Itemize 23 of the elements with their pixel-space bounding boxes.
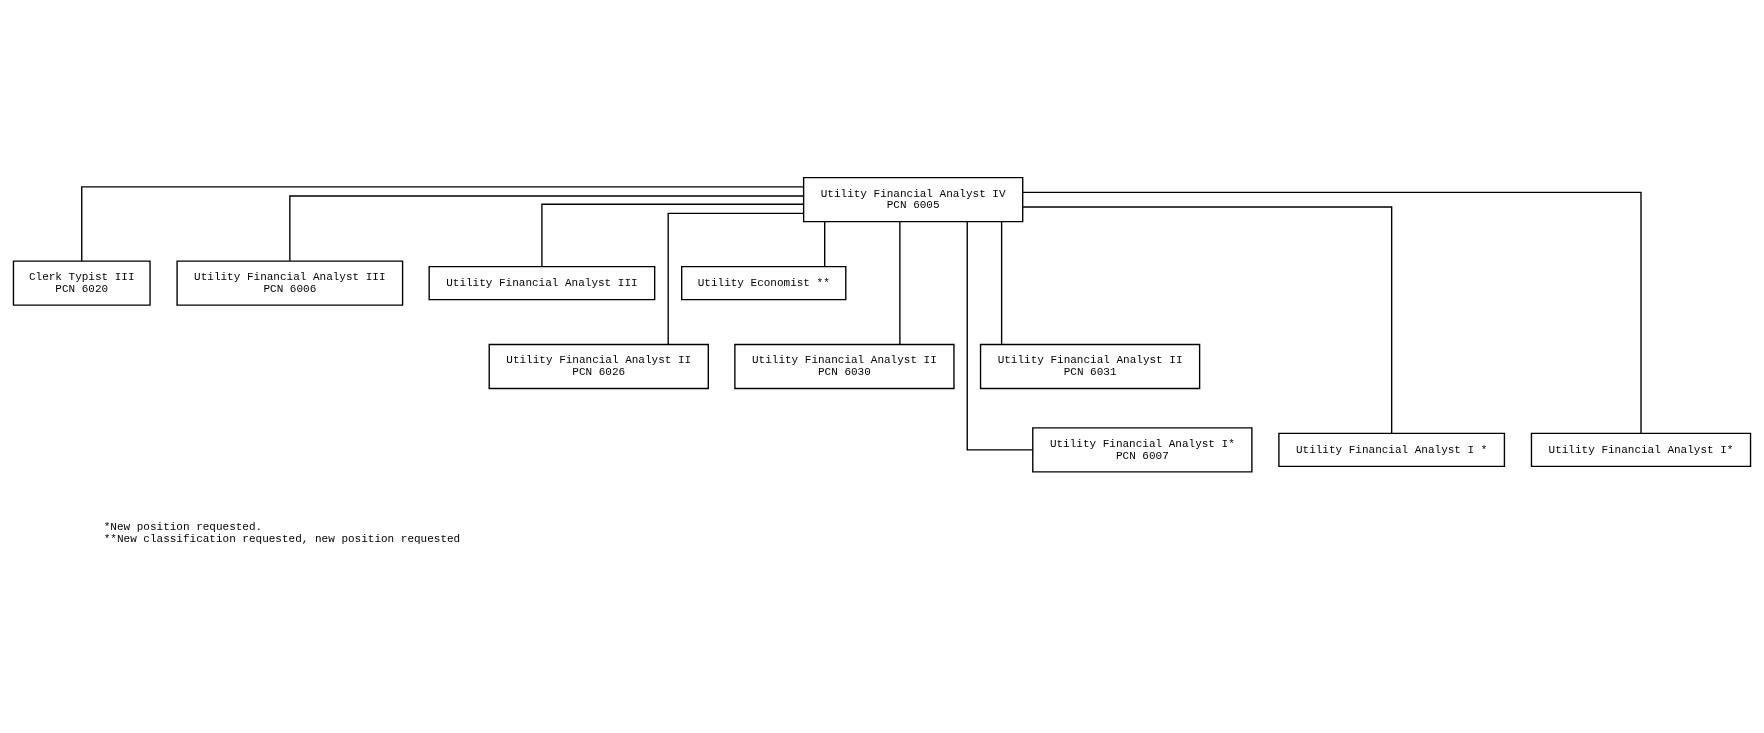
node-box: Utility Financial Analyst III xyxy=(428,265,656,301)
node-box: Utility Financial Analyst III PCN 6006 xyxy=(176,260,404,306)
label: *New position requested. xyxy=(103,521,263,534)
node-box: Utility Economist ** xyxy=(681,265,847,301)
label: **New classification requested, new position requested xyxy=(103,533,461,546)
node-box: Utility Financial Analyst II PCN 6031 xyxy=(979,343,1201,390)
connector xyxy=(1022,206,1393,434)
connector xyxy=(899,221,901,345)
connector xyxy=(1000,221,1003,345)
node-box: Utility Financial Analyst I * xyxy=(1278,432,1506,468)
connector xyxy=(667,212,805,345)
connector xyxy=(966,221,1034,451)
connector xyxy=(81,186,805,262)
node-box: Utility Financial Analyst I* PCN 6007 xyxy=(1032,427,1253,473)
connector xyxy=(289,195,805,262)
node-box: Utility Financial Analyst II PCN 6026 xyxy=(488,343,709,390)
connector xyxy=(824,221,826,268)
connector xyxy=(541,203,805,268)
connector xyxy=(1022,191,1642,435)
node-box: Utility Financial Analyst I* xyxy=(1530,432,1752,468)
node-box: Utility Financial Analyst II PCN 6030 xyxy=(734,343,955,390)
node-box: Clerk Typist III PCN 6020 xyxy=(12,260,151,306)
node-box: Utility Financial Analyst IV PCN 6005 xyxy=(802,177,1024,223)
